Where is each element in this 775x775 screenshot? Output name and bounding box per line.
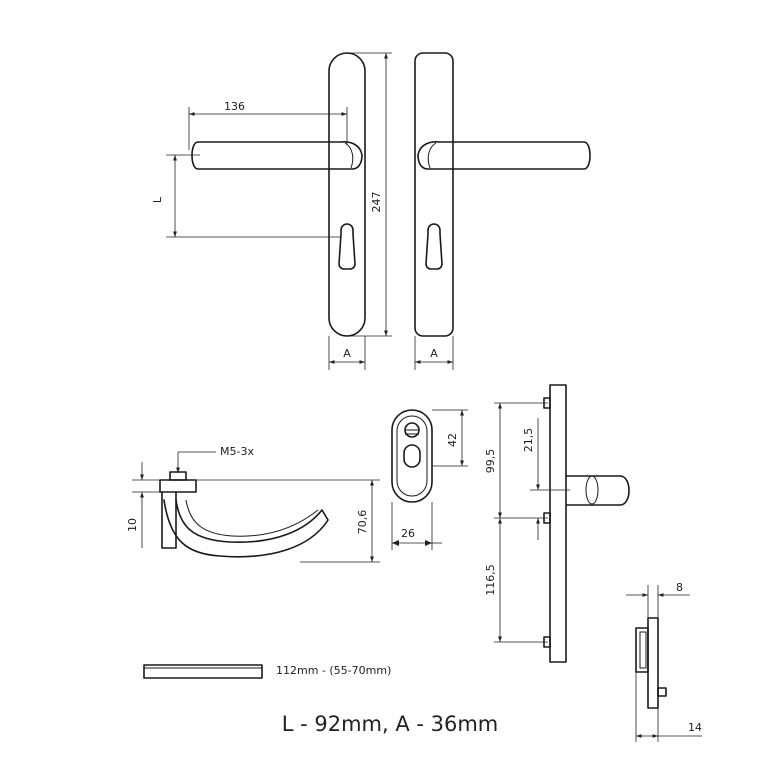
spindle-bar [143,664,263,679]
fixing-detail: 8 14 [626,581,702,742]
dim-99-5-label: 99,5 [484,449,497,474]
dim-70-6-label: 70,6 [356,510,369,535]
dim-26-label: 26 [401,527,415,540]
cover-outer [391,409,433,503]
plate-side-view: 99,5 116,5 21,5 [484,384,630,663]
lever-handle-left [191,141,363,170]
fixing-plate [647,617,659,709]
spindle-note: 112mm - (55-70mm) [276,664,391,677]
cylinder-cover: 42 26 [391,409,468,550]
fixing-screw [657,687,667,697]
backplate-left [328,52,366,337]
lever-neck [161,491,177,549]
dim-L-label: L [151,196,164,203]
plate-lever-stub [565,475,630,506]
cover-slot [403,444,421,468]
caption: L - 92mm, A - 36mm [282,712,499,736]
fixing-body [635,627,649,673]
front-view-left: 136 L 247 A [151,52,392,370]
lever-side-view: M5-3x 10 70,6 [126,445,380,563]
lever-rose-left [344,142,354,169]
lever-stub-ellipse [585,475,599,505]
lever-handle-right [417,141,591,170]
keyhole-marks [405,429,419,435]
dim-A-right-label: A [430,347,438,360]
cylinder-hole-right [425,223,443,270]
dim-42-label: 42 [446,433,459,447]
dim-21-5-label: 21,5 [522,428,535,453]
lever-screw-boss [169,471,187,481]
dim-136-label: 136 [224,100,245,113]
backplate-right [414,52,454,337]
fixing-body-inner [639,631,647,669]
cylinder-hole-left [338,223,356,270]
lever-rose-right [427,142,437,169]
dim-m5-label: M5-3x [220,445,254,458]
lever-grip-curve [163,499,329,558]
dim-14-label: 14 [688,721,702,734]
dim-247-label: 247 [370,192,383,213]
dim-116-5-label: 116,5 [484,564,497,596]
cover-inner [396,415,428,497]
lever-rose-side [159,479,197,493]
dim-10-label: 10 [126,518,139,532]
lever-grip-inner [185,499,319,537]
dim-A-left-label: A [343,347,351,360]
plate-side [549,384,567,663]
front-view-right: A [414,52,591,370]
dim-8-label: 8 [676,581,683,594]
spindle: 112mm - (55-70mm) [143,664,391,679]
